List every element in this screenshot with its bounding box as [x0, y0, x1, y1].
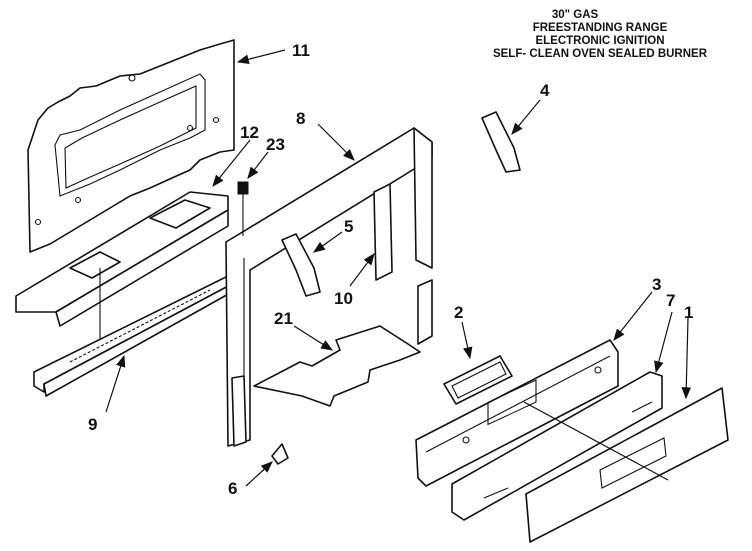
callout-12: 12: [240, 123, 259, 142]
leader-3: [613, 291, 653, 341]
leader-23: [247, 151, 269, 179]
callout-4: 4: [540, 81, 550, 100]
callout-23: 23: [266, 135, 285, 154]
leader-9: [105, 354, 126, 413]
part-6-clip: [271, 443, 289, 465]
part-11-back-panel: [27, 39, 235, 253]
callout-10: 10: [334, 289, 353, 308]
title-line-2: FREESTANDING RANGE: [533, 22, 668, 34]
part-8-frame: [225, 127, 433, 447]
title-line-3: ELECTRONIC IGNITION: [535, 35, 664, 47]
leader-11: [236, 49, 286, 64]
callout-9: 9: [88, 415, 97, 434]
callout-21: 21: [274, 309, 293, 328]
part-10-bracket: [373, 183, 393, 281]
part-1-front-panel: [525, 387, 729, 543]
part-23-clip: [237, 181, 249, 236]
callout-6: 6: [228, 479, 237, 498]
title-line-4: SELF- CLEAN OVEN SEALED BURNER: [493, 48, 708, 60]
leader-21: [293, 325, 334, 351]
callout-11: 11: [292, 41, 310, 60]
callout-5: 5: [344, 217, 353, 236]
callout-3: 3: [652, 275, 661, 294]
leader-8: [317, 123, 355, 161]
part-5-bracket: [281, 233, 321, 297]
leader-1: [681, 317, 692, 400]
callout-8: 8: [296, 109, 305, 128]
leader-6: [245, 461, 273, 487]
part-21-deflector: [253, 325, 421, 407]
title-line-1: 30" GAS: [552, 9, 599, 21]
diagram-title: 30" GAS FREESTANDING RANGE ELECTRONIC IG…: [493, 9, 708, 60]
leader-12: [212, 139, 251, 187]
callout-1: 1: [684, 303, 693, 322]
leader-7: [654, 311, 673, 374]
part-3-control-housing: [415, 339, 619, 487]
leader-4: [511, 99, 541, 135]
part-2-display-board: [443, 355, 513, 405]
callout-2: 2: [454, 303, 463, 322]
callouts: 11 12 23 8 4 5 10 2 3 7 1 21 9 6: [88, 41, 693, 498]
leader-5: [313, 231, 343, 253]
callout-7: 7: [666, 291, 675, 310]
part-4-bracket: [481, 111, 521, 173]
leader-2: [461, 321, 473, 360]
part-12-channel: [15, 191, 229, 352]
leader-2-extension: [523, 401, 669, 481]
part-7-trim-channel: [451, 371, 663, 521]
leader-10: [349, 253, 375, 287]
